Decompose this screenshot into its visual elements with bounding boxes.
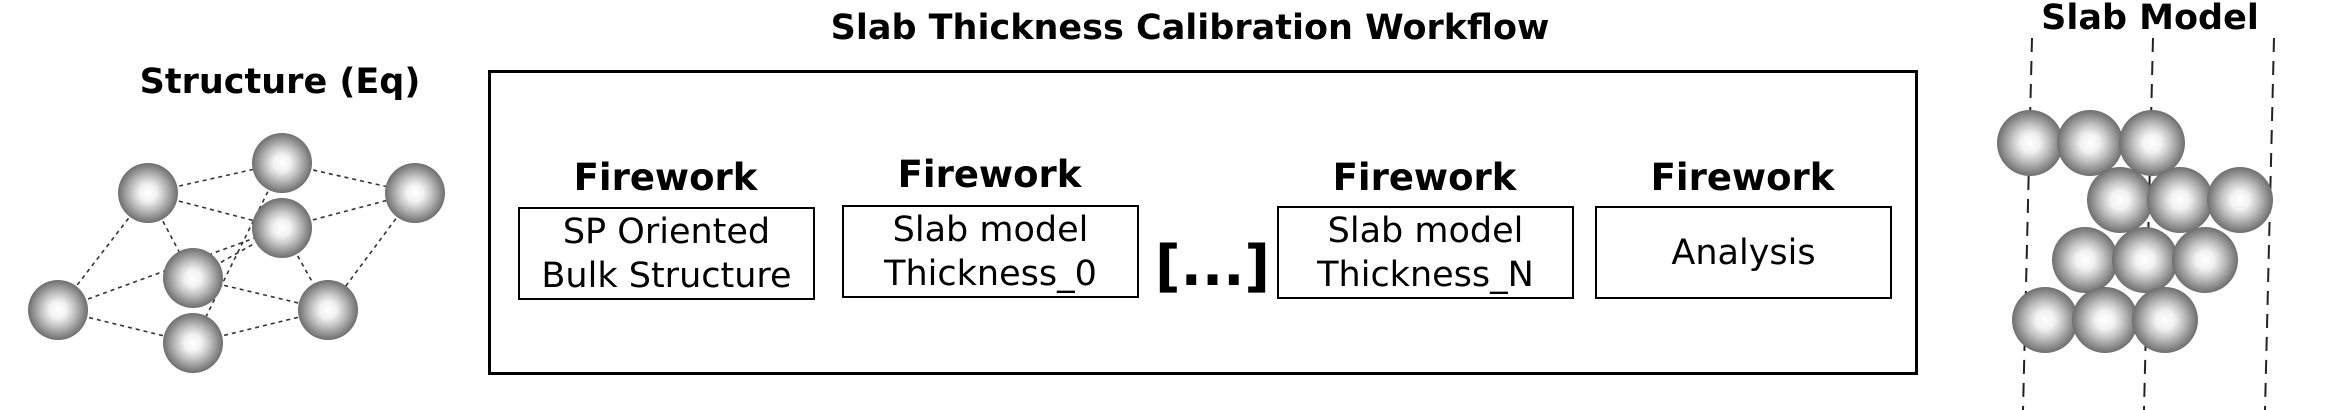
firework-n-line-2: Thickness_N (1317, 254, 1534, 295)
firework-n-box: Slab model Thickness_N (1277, 206, 1574, 299)
atom (385, 163, 445, 223)
firework-analysis-box: Analysis (1595, 206, 1892, 299)
atom (298, 280, 358, 340)
firework-analysis-line-1: Analysis (1671, 232, 1816, 273)
firework-analysis-header: Firework (1650, 156, 1835, 199)
atom (2087, 167, 2153, 233)
atom (2112, 227, 2178, 293)
atom (2119, 110, 2185, 176)
workflow-frame (488, 70, 1918, 375)
atom (28, 280, 88, 340)
firework-2-header: Firework (897, 153, 1082, 196)
firework-n-line-1: Slab model (1327, 210, 1524, 251)
atom (2132, 287, 2198, 353)
atom (2052, 227, 2118, 293)
firework-1-header: Firework (573, 156, 758, 199)
lattice-atoms (28, 133, 445, 373)
slab-atoms (1997, 110, 2273, 353)
workflow-ellipsis: [...] (1155, 234, 1271, 299)
slab-boundary-lines (2022, 37, 2275, 410)
firework-2-box: Slab model Thickness_0 (842, 205, 1139, 298)
slab-model-title: Slab Model (2041, 0, 2259, 38)
firework-n-header: Firework (1332, 156, 1517, 199)
lattice-bonds (57, 162, 416, 344)
atom (163, 248, 223, 308)
atom (2012, 287, 2078, 353)
firework-1-line-1: SP Oriented (562, 211, 771, 252)
atom (118, 163, 178, 223)
atom (1997, 110, 2063, 176)
workflow-title: Slab Thickness Calibration Workflow (830, 8, 1550, 48)
firework-1-box: SP Oriented Bulk Structure (518, 207, 815, 300)
atom (163, 313, 223, 373)
firework-2-line-1: Slab model (892, 209, 1089, 250)
atom (2172, 227, 2238, 293)
atom (2207, 167, 2273, 233)
atom (2147, 167, 2213, 233)
firework-1-line-2: Bulk Structure (541, 255, 792, 296)
atom (252, 198, 312, 258)
atom (2072, 287, 2138, 353)
firework-2-line-2: Thickness_0 (884, 253, 1097, 294)
structure-title: Structure (Eq) (139, 62, 421, 102)
atom (252, 133, 312, 193)
atom (2057, 110, 2123, 176)
